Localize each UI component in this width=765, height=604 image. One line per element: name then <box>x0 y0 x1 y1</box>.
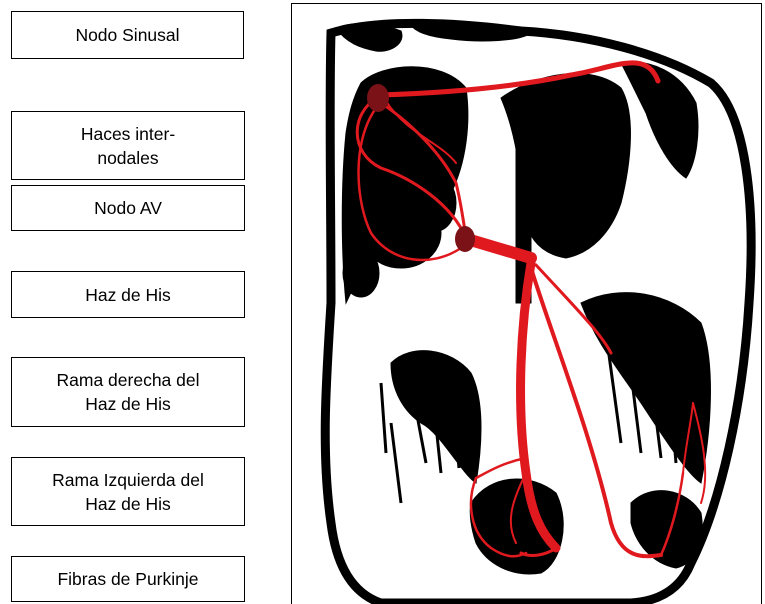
label-nodo-sinusal: Nodo Sinusal <box>11 11 244 59</box>
label-fibras-purkinje: Fibras de Purkinje <box>11 556 245 602</box>
label-rama-derecha: Rama derecha del Haz de His <box>11 357 245 427</box>
label-text: Rama derecha del Haz de His <box>57 368 200 416</box>
label-text: Nodo AV <box>94 196 162 220</box>
label-text: Haz de His <box>85 283 171 307</box>
label-text: Nodo Sinusal <box>75 23 179 47</box>
label-text: Fibras de Purkinje <box>57 567 198 591</box>
label-nodo-av: Nodo AV <box>11 185 245 231</box>
av-node <box>455 226 475 252</box>
label-text: Haces inter- nodales <box>81 122 175 170</box>
label-rama-izquierda: Rama Izquierda del Haz de His <box>11 457 245 526</box>
sa-node <box>367 84 389 112</box>
label-text: Rama Izquierda del Haz de His <box>52 468 204 516</box>
heart-illustration <box>291 3 762 604</box>
label-haces-internodales: Haces inter- nodales <box>11 111 245 180</box>
label-haz-de-his: Haz de His <box>11 271 245 318</box>
